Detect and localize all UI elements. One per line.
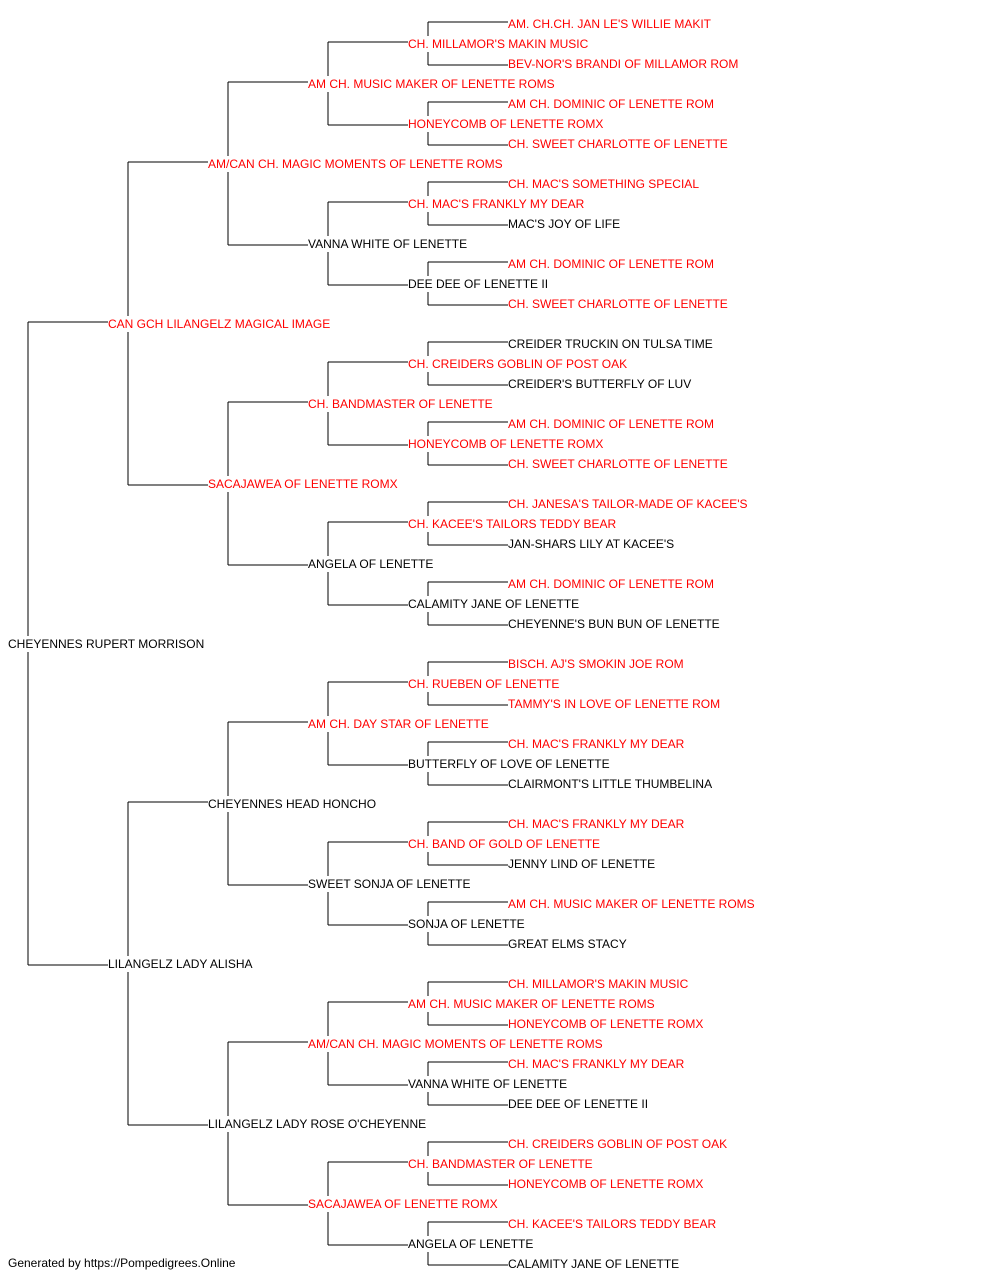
dog-name-subject-s-d-d-d-d: CHEYENNE'S BUN BUN OF LENETTE <box>508 617 720 631</box>
dog-name-subject-s-s-d-d-d: CH. SWEET CHARLOTTE OF LENETTE <box>508 297 728 311</box>
dog-name-subject-s-d-d: ANGELA OF LENETTE <box>308 557 433 571</box>
dog-name-subject-s-s-d-s-s: CH. MAC'S SOMETHING SPECIAL <box>508 177 699 191</box>
dog-name-subject-s-d: SACAJAWEA OF LENETTE ROMX <box>208 477 398 491</box>
dog-name-subject-d-d-d-s-d: HONEYCOMB OF LENETTE ROMX <box>508 1177 703 1191</box>
dog-name-subject-s-s-s-d-d: CH. SWEET CHARLOTTE OF LENETTE <box>508 137 728 151</box>
dog-name-subject-d-d-s-s-s: CH. MILLAMOR'S MAKIN MUSIC <box>508 977 689 991</box>
dog-name-subject-s-d-d-d: CALAMITY JANE OF LENETTE <box>408 597 579 611</box>
dog-name-subject-s-s-d-d-s: AM CH. DOMINIC OF LENETTE ROM <box>508 257 714 271</box>
dog-name-subject-d-s-d-d-s: AM CH. MUSIC MAKER OF LENETTE ROMS <box>508 897 755 911</box>
dog-name-subject-s-s-s-s: CH. MILLAMOR'S MAKIN MUSIC <box>408 37 589 51</box>
dog-name-subject-s: CAN GCH LILANGELZ MAGICAL IMAGE <box>108 317 330 331</box>
dog-name-subject-d: LILANGELZ LADY ALISHA <box>108 957 253 971</box>
dog-name-subject-d-d-s-s: AM CH. MUSIC MAKER OF LENETTE ROMS <box>408 997 655 1011</box>
dog-name-subject-d-s-s-d-s: CH. MAC'S FRANKLY MY DEAR <box>508 737 685 751</box>
dog-name-subject-d-s-d-s-d: JENNY LIND OF LENETTE <box>508 857 655 871</box>
dog-name-subject-s-d-s: CH. BANDMASTER OF LENETTE <box>308 397 493 411</box>
dog-name-subject-s-s: AM/CAN CH. MAGIC MOMENTS OF LENETTE ROMS <box>208 157 503 171</box>
dog-name-subject-s-s-s-d: HONEYCOMB OF LENETTE ROMX <box>408 117 603 131</box>
dog-name-subject-s-d-s-s: CH. CREIDERS GOBLIN OF POST OAK <box>408 357 627 371</box>
dog-name-subject-s-s-d-s: CH. MAC'S FRANKLY MY DEAR <box>408 197 585 211</box>
dog-name-subject-d-s-s-s-s: BISCH. AJ'S SMOKIN JOE ROM <box>508 657 684 671</box>
dog-name-subject-s-s-d-d: DEE DEE OF LENETTE II <box>408 277 548 291</box>
dog-name-subject-d-d-d-s-s: CH. CREIDERS GOBLIN OF POST OAK <box>508 1137 727 1151</box>
dog-name-subject-s-d-s-d: HONEYCOMB OF LENETTE ROMX <box>408 437 603 451</box>
dog-name-subject-d-d-d: SACAJAWEA OF LENETTE ROMX <box>308 1197 498 1211</box>
dog-name-subject-d-s-d-s-s: CH. MAC'S FRANKLY MY DEAR <box>508 817 685 831</box>
dog-name-subject-s-d-d-s-d: JAN-SHARS LILY AT KACEE'S <box>508 537 674 551</box>
dog-name-subject-d-d-s-d: VANNA WHITE OF LENETTE <box>408 1077 567 1091</box>
dog-name-subject-d-d-d-d-d: CALAMITY JANE OF LENETTE <box>508 1257 679 1271</box>
dog-name-subject-s-s-s-s-d: BEV-NOR'S BRANDI OF MILLAMOR ROM <box>508 57 738 71</box>
dog-name-subject-s-s-s-d-s: AM CH. DOMINIC OF LENETTE ROM <box>508 97 714 111</box>
dog-name-subject-s-s-s-s-s: AM. CH.CH. JAN LE'S WILLIE MAKIT <box>508 17 712 31</box>
dog-name-subject-s-d-d-d-s: AM CH. DOMINIC OF LENETTE ROM <box>508 577 714 591</box>
dog-name-subject-s-d-d-s-s: CH. JANESA'S TAILOR-MADE OF KACEE'S <box>508 497 748 511</box>
dog-name-subject-d-d-d-d-s: CH. KACEE'S TAILORS TEDDY BEAR <box>508 1217 716 1231</box>
dog-name-subject-s-s-d: VANNA WHITE OF LENETTE <box>308 237 467 251</box>
dog-name-subject-d-s-d: SWEET SONJA OF LENETTE <box>308 877 470 891</box>
generated-by-footer: Generated by https://Pompedigrees.Online <box>8 1256 236 1270</box>
dog-name-subject-d-s-d-d-d: GREAT ELMS STACY <box>508 937 627 951</box>
dog-name-subject-s-s-d-s-d: MAC'S JOY OF LIFE <box>508 217 620 231</box>
dog-name-subject-s-d-s-d-d: CH. SWEET CHARLOTTE OF LENETTE <box>508 457 728 471</box>
dog-name-subject-s-d-s-d-s: AM CH. DOMINIC OF LENETTE ROM <box>508 417 714 431</box>
dog-name-subject-d-d-s: AM/CAN CH. MAGIC MOMENTS OF LENETTE ROMS <box>308 1037 603 1051</box>
dog-name-subject-d-s-d-s: CH. BAND OF GOLD OF LENETTE <box>408 837 600 851</box>
dog-name-subject-d-d: LILANGELZ LADY ROSE O'CHEYENNE <box>208 1117 426 1131</box>
dog-name-subject-d-d-d-d: ANGELA OF LENETTE <box>408 1237 533 1251</box>
dog-name-subject-d-d-s-s-d: HONEYCOMB OF LENETTE ROMX <box>508 1017 703 1031</box>
dog-name-subject-d-s-d-d: SONJA OF LENETTE <box>408 917 525 931</box>
dog-name-subject-d-s-s: AM CH. DAY STAR OF LENETTE <box>308 717 489 731</box>
dog-name-subject-d-s-s-d: BUTTERFLY OF LOVE OF LENETTE <box>408 757 610 771</box>
dog-name-subject: CHEYENNES RUPERT MORRISON <box>8 637 204 651</box>
dog-name-subject-d-s-s-s-d: TAMMY'S IN LOVE OF LENETTE ROM <box>508 697 720 711</box>
dog-name-subject-d-d-s-d-s: CH. MAC'S FRANKLY MY DEAR <box>508 1057 685 1071</box>
dog-name-subject-s-d-s-s-d: CREIDER'S BUTTERFLY OF LUV <box>508 377 691 391</box>
dog-name-subject-d-s: CHEYENNES HEAD HONCHO <box>208 797 376 811</box>
dog-name-subject-d-s-s-d-d: CLAIRMONT'S LITTLE THUMBELINA <box>508 777 712 791</box>
dog-name-subject-s-d-s-s-s: CREIDER TRUCKIN ON TULSA TIME <box>508 337 713 351</box>
dog-name-subject-d-s-s-s: CH. RUEBEN OF LENETTE <box>408 677 559 691</box>
dog-name-subject-s-d-d-s: CH. KACEE'S TAILORS TEDDY BEAR <box>408 517 616 531</box>
dog-name-subject-d-d-d-s: CH. BANDMASTER OF LENETTE <box>408 1157 593 1171</box>
dog-name-subject-d-d-s-d-d: DEE DEE OF LENETTE II <box>508 1097 648 1111</box>
dog-name-subject-s-s-s: AM CH. MUSIC MAKER OF LENETTE ROMS <box>308 77 555 91</box>
